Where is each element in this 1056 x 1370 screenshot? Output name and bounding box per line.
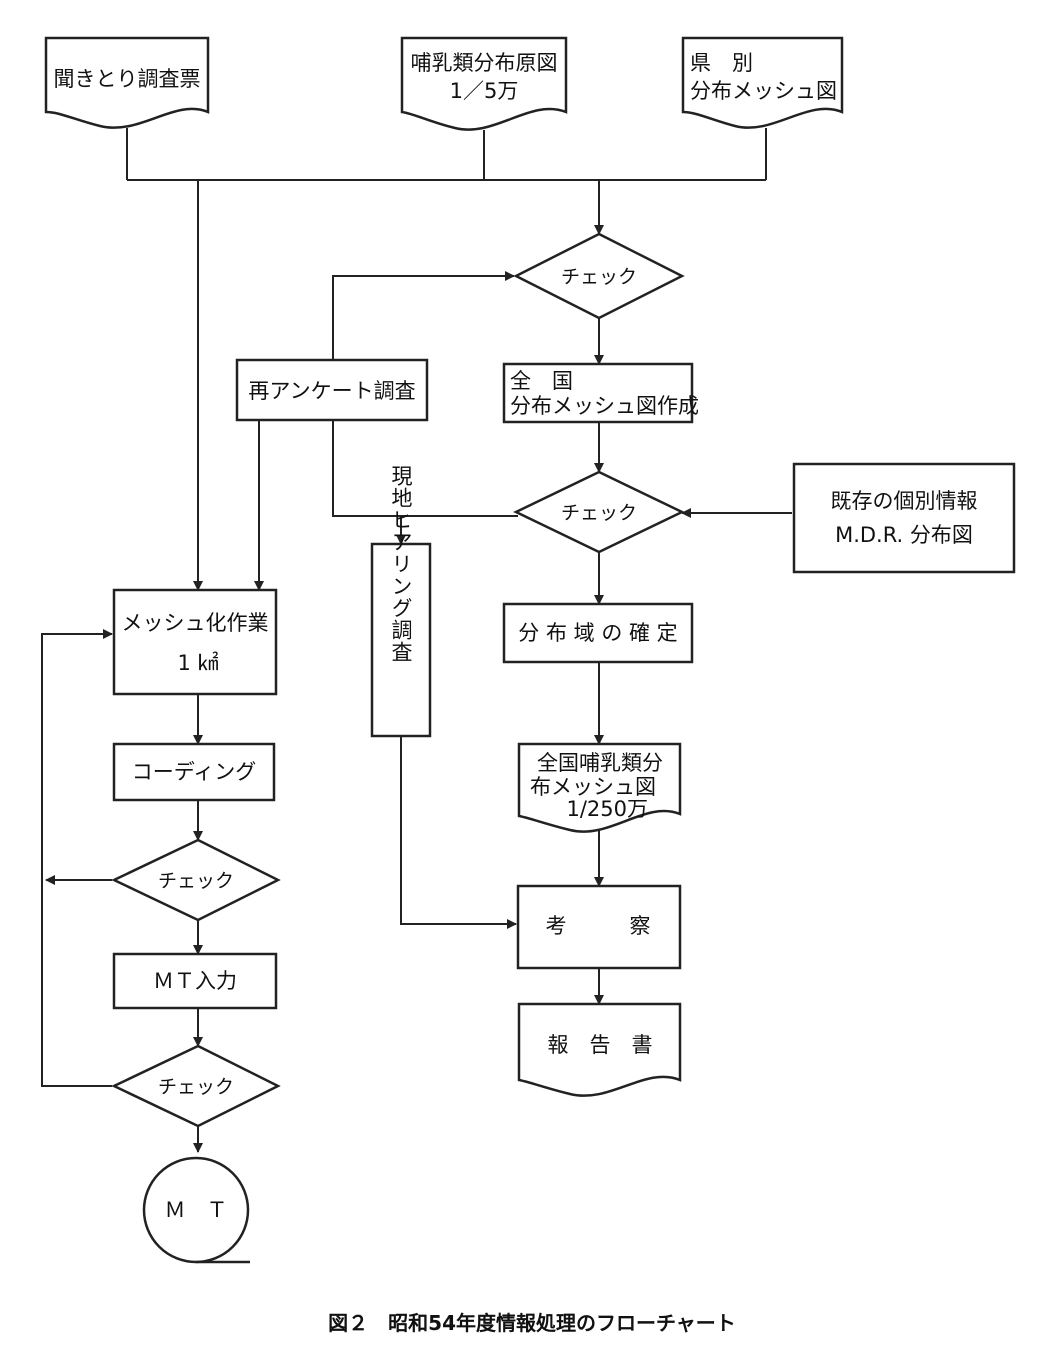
node-bunpuiki-process: 分 布 域 の 確 定 xyxy=(502,602,694,664)
kizon-label-line2: M.D.R. 分布図 xyxy=(835,523,973,547)
check-3-label: チェック xyxy=(158,870,234,892)
node-kenbetsu-document: 県 別 分布メッシュ図 xyxy=(681,36,844,129)
zenkoku-label-line1: 全 国 xyxy=(510,369,573,393)
node-zenkoku-process: 全 国 分布メッシュ図作成 xyxy=(502,362,699,424)
node-houkokusho-document: 報 告 書 xyxy=(517,1002,682,1097)
node-mt-tape: Ｍ Ｔ xyxy=(142,1156,250,1264)
coding-label: コーディング xyxy=(132,760,257,784)
node-kizon-process: 既存の個別情報 M.D.R. 分布図 xyxy=(792,462,1016,574)
kousatsu-label: 考 察 xyxy=(546,914,651,938)
node-check-2-decision: チェック xyxy=(513,470,685,554)
bunpuiki-label: 分 布 域 の 確 定 xyxy=(518,621,677,645)
kikitori-label: 聞きとり調査票 xyxy=(54,67,201,91)
kenbetsu-label-line2: 分布メッシュ図 xyxy=(690,79,837,103)
genzu-label-line2: 1／5万 xyxy=(450,79,519,103)
meshuka-label-line2: 1 ㎢ xyxy=(177,651,218,675)
node-kousatsu-process: 考 察 xyxy=(516,884,682,970)
node-check-1-decision: チェック xyxy=(513,232,685,320)
genchi-label: 現地ヒアリング調査 xyxy=(389,465,413,663)
kizon-label-line1: 既存の個別情報 xyxy=(831,489,978,513)
zenkoku-label-line2: 分布メッシュ図作成 xyxy=(510,394,699,418)
map-label-line3: 1/250万 xyxy=(566,797,648,821)
kenbetsu-label-line1: 県 別 xyxy=(690,51,753,75)
node-check-4-decision: チェック xyxy=(111,1044,281,1128)
node-re-enquete-process: 再アンケート調査 xyxy=(235,358,429,422)
meshuka-label-line1: メッシュ化作業 xyxy=(122,611,269,635)
re-enquete-label: 再アンケート調査 xyxy=(248,379,415,403)
node-mt-input-process: ＭＴ入力 xyxy=(112,952,278,1010)
arrow-check4-feedback-loop xyxy=(41,629,113,1087)
connectors xyxy=(41,128,792,1153)
node-genchi-process: 現地ヒアリング調査 xyxy=(370,465,432,738)
node-coding-process: コーディング xyxy=(112,742,276,802)
node-check-3-decision: チェック xyxy=(111,838,281,922)
check-2-label: チェック xyxy=(561,502,637,524)
map-label-line2: 布メッシュ図 xyxy=(530,775,656,799)
mt-label: Ｍ Ｔ xyxy=(165,1198,228,1222)
node-national-map-document: 全国哺乳類分 布メッシュ図 1/250万 xyxy=(517,742,682,833)
arrow-reenquete-to-check1 xyxy=(332,271,515,360)
figure-caption: 図２ 昭和54年度情報処理のフローチャート xyxy=(328,1311,736,1335)
mt-input-label: ＭＴ入力 xyxy=(153,969,237,993)
map-label-line1: 全国哺乳類分 xyxy=(537,751,663,775)
conn-check2-left xyxy=(332,420,518,517)
genzu-label-line1: 哺乳類分布原図 xyxy=(411,51,558,75)
node-kikitori-document: 聞きとり調査票 xyxy=(44,36,210,129)
check-4-label: チェック xyxy=(158,1076,234,1098)
arrow-genchi-to-kousatsu xyxy=(400,736,517,929)
node-meshuka-process: メッシュ化作業 1 ㎢ xyxy=(112,588,278,696)
houkokusho-label: 報 告 書 xyxy=(548,1033,653,1057)
node-genzu-document: 哺乳類分布原図 1／5万 xyxy=(400,36,568,131)
check-1-label: チェック xyxy=(561,266,637,288)
